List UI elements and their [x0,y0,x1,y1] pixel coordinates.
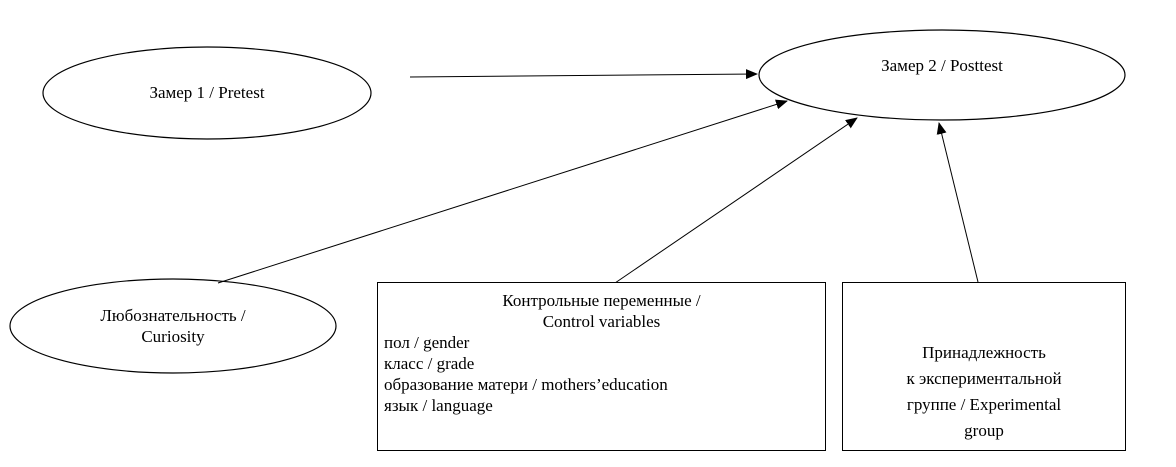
controls-item: пол / gender [384,333,470,352]
pretest-ellipse [42,46,372,140]
curiosity-label: Любознательность / Curiosity [10,305,336,347]
controls-item: образование матери / mothers’education [384,375,668,394]
experimental-line: group [964,421,1004,440]
experimental-label: Принадлежность к экспериментальной групп… [843,340,1125,444]
experimental-line: к экспериментальной [906,369,1062,388]
control-variables-box: Контрольные переменные / Control variabl… [377,282,826,451]
controls-item: язык / language [384,396,493,415]
controls-item: класс / grade [384,354,475,373]
controls-title-line1: Контрольные переменные / [502,291,701,310]
edge-controls-posttest [614,117,858,284]
curiosity-label-line1: Любознательность / [100,306,246,325]
experimental-group-box: Принадлежность к экспериментальной групп… [842,282,1126,451]
controls-title-line2: Control variables [542,312,661,331]
pretest-label: Замер 1 / Pretest [149,83,265,102]
curiosity-label-line2: Curiosity [141,327,205,346]
edge-experimental-posttest [936,122,979,283]
curiosity-ellipse [9,278,337,374]
experimental-line: группе / Experimental [906,395,1062,414]
edge-curiosity-posttest [217,99,788,284]
experimental-line: Принадлежность [922,343,1046,362]
posttest-label: Замер 2 / Posttest [881,56,1003,75]
posttest-ellipse [758,29,1126,121]
edge-pretest-posttest [409,69,758,80]
controls-list: пол / gender класс / grade образование м… [378,332,825,416]
